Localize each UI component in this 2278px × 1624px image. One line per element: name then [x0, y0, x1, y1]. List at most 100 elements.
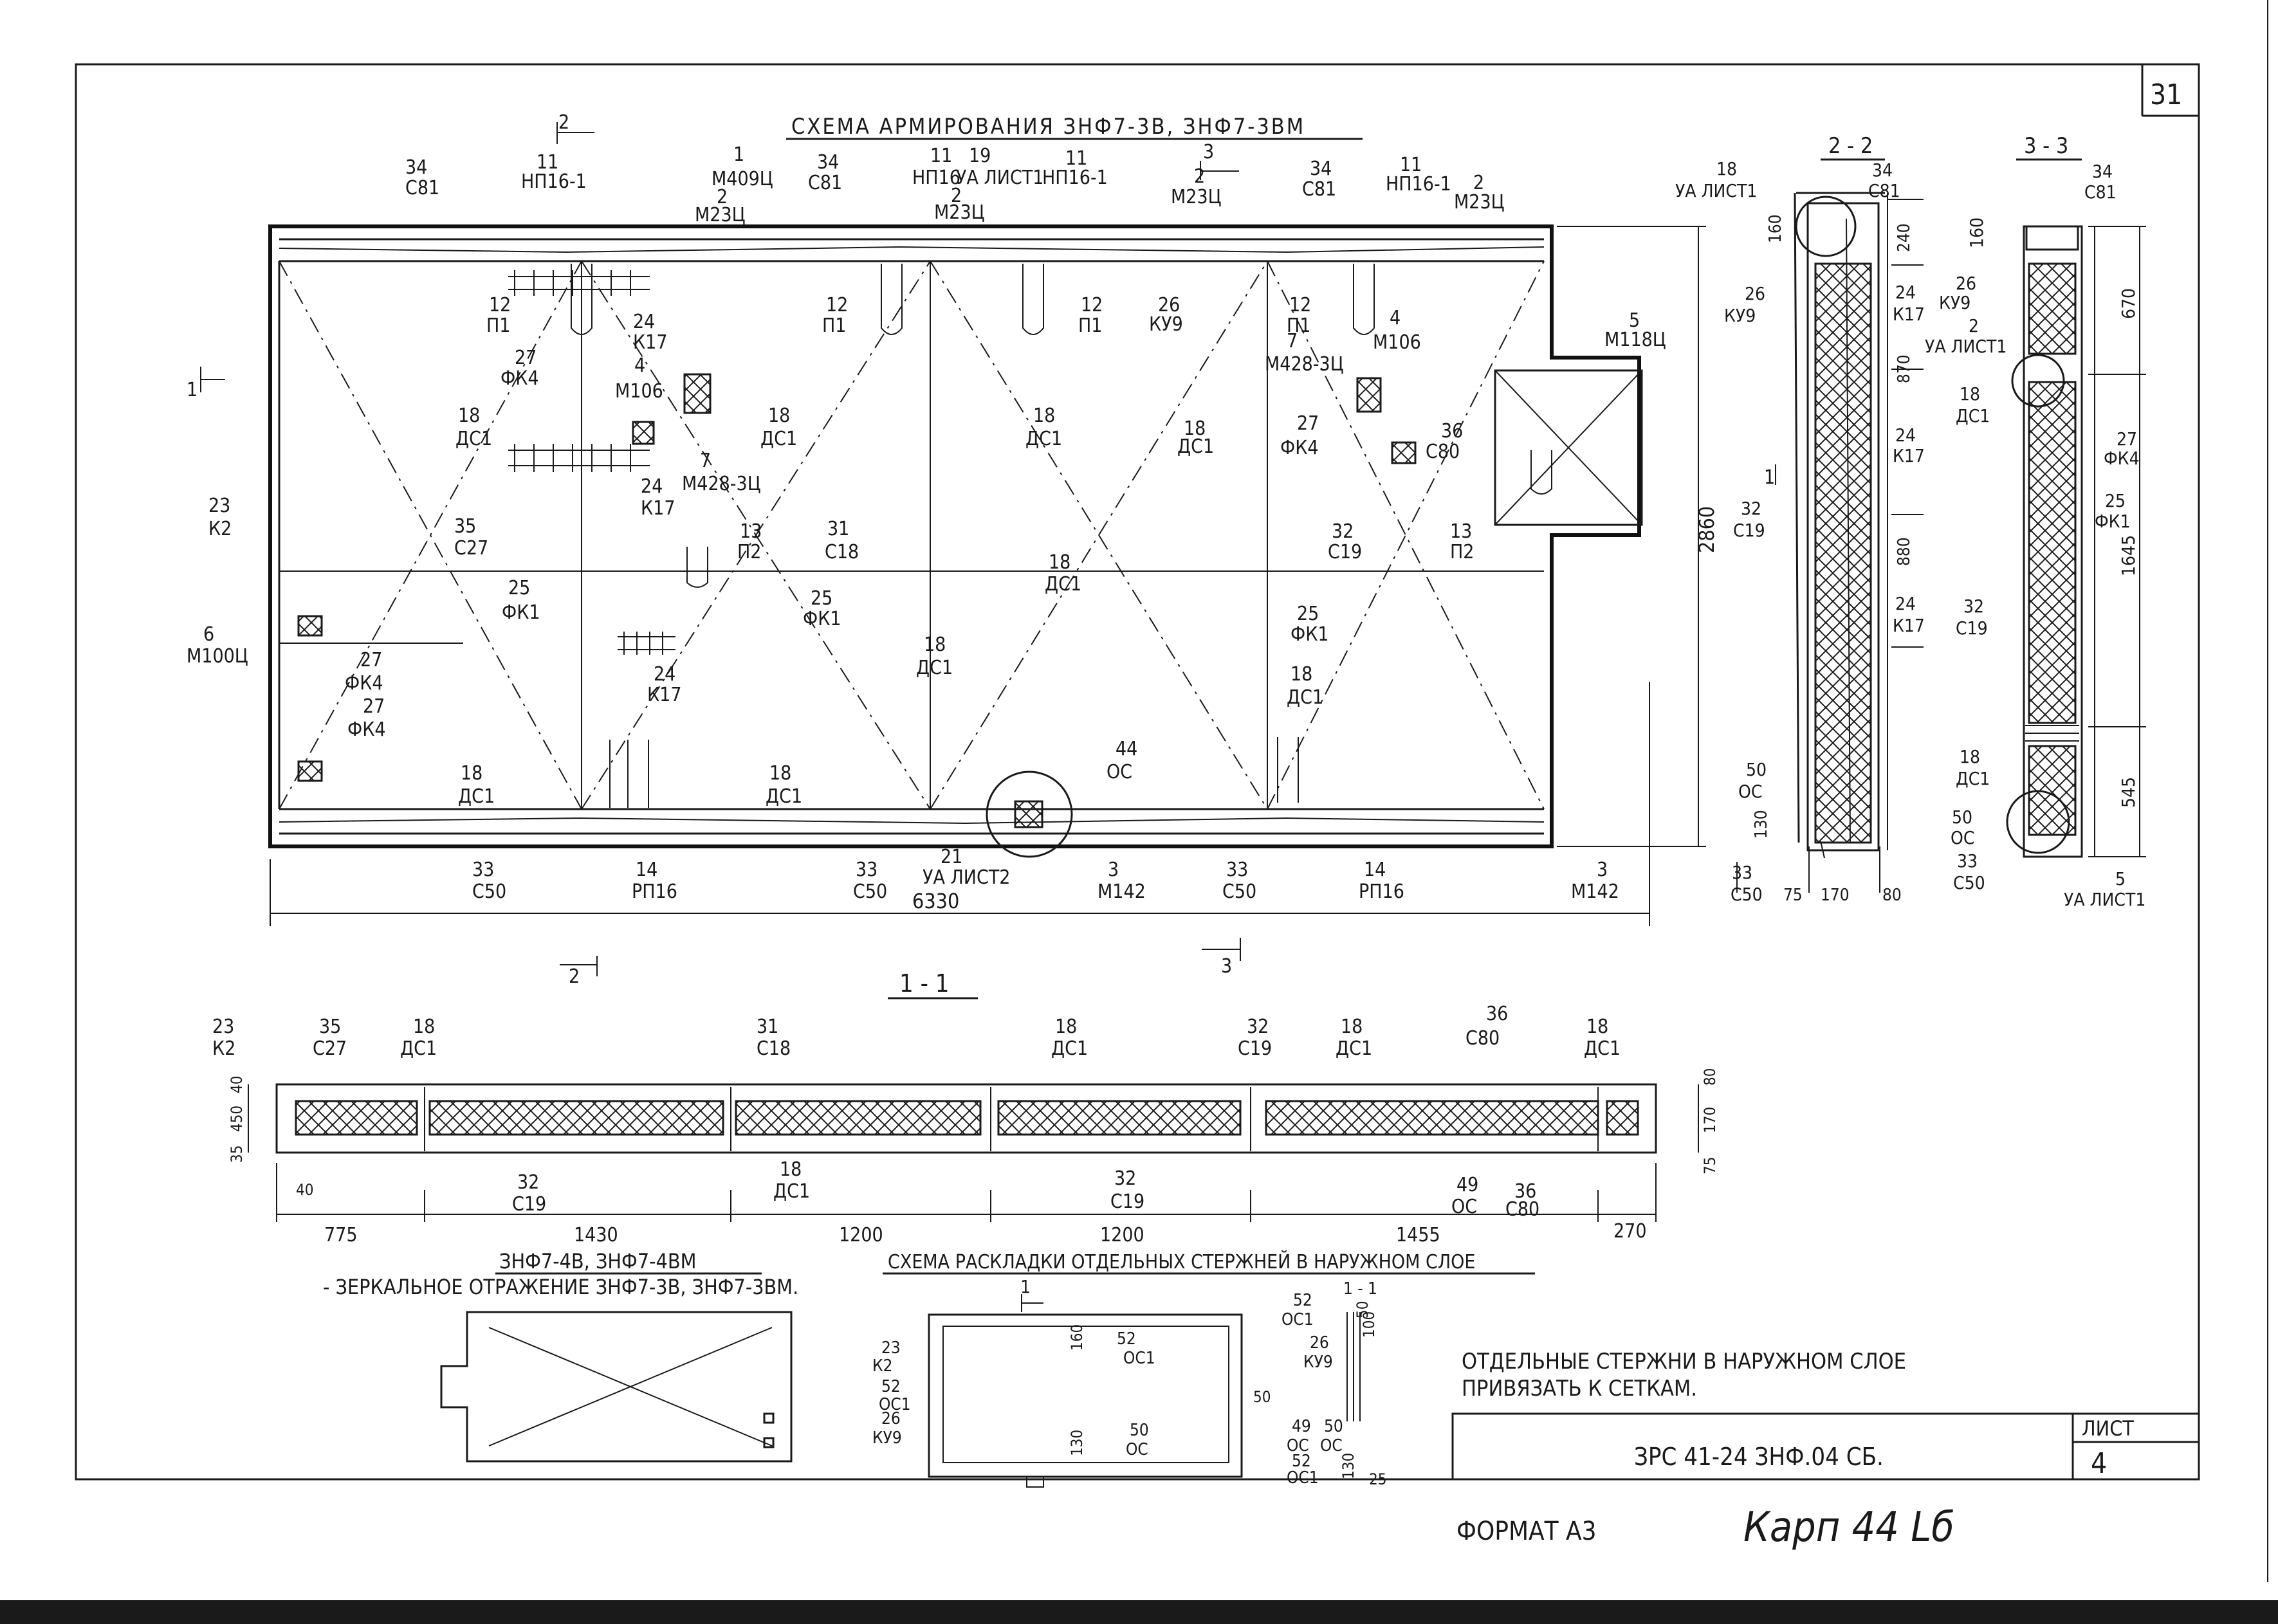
svg-text:130: 130 — [1752, 810, 1771, 839]
svg-text:С80: С80 — [1505, 1198, 1539, 1221]
svg-text:18: 18 — [1586, 1016, 1608, 1038]
svg-text:С19: С19 — [1956, 617, 1988, 639]
svg-text:13: 13 — [740, 520, 762, 543]
svg-text:ДС1: ДС1 — [773, 1180, 810, 1203]
svg-text:18: 18 — [413, 1016, 435, 1038]
svg-text:32: 32 — [517, 1171, 539, 1194]
svg-text:33: 33 — [1226, 859, 1248, 881]
svg-text:18: 18 — [1033, 405, 1055, 427]
section-2-2-title: 2 - 2 — [1828, 133, 1873, 159]
note-line-2: ПРИВЯЗАТЬ К СЕТКАМ. — [1462, 1376, 1697, 1401]
svg-text:18: 18 — [768, 405, 790, 427]
svg-text:40: 40 — [296, 1181, 313, 1199]
svg-text:80: 80 — [1701, 1068, 1719, 1086]
svg-text:18: 18 — [458, 405, 480, 427]
cut-label-2-top: 2 — [558, 111, 569, 134]
svg-text:УА ЛИСТ1: УА ЛИСТ1 — [2064, 889, 2145, 910]
svg-text:50: 50 — [1324, 1417, 1343, 1436]
svg-text:С18: С18 — [757, 1037, 791, 1060]
svg-text:50: 50 — [1952, 807, 1972, 828]
svg-text:6: 6 — [203, 623, 214, 646]
svg-text:23: 23 — [208, 495, 230, 517]
svg-text:КУ9: КУ9 — [1724, 305, 1756, 326]
svg-text:27: 27 — [360, 649, 382, 671]
mirror-title: ЗНФ7-4В, ЗНФ7-4ВМ — [499, 1249, 696, 1273]
svg-text:34: 34 — [1872, 160, 1893, 181]
svg-text:М23Ц: М23Ц — [695, 204, 746, 226]
svg-text:ОС: ОС — [1107, 761, 1132, 783]
svg-text:КУ9: КУ9 — [872, 1428, 902, 1448]
svg-text:7: 7 — [700, 450, 711, 472]
svg-text:С19: С19 — [1238, 1037, 1272, 1060]
svg-text:М23Ц: М23Ц — [934, 201, 985, 224]
section-2-2: 2 - 2 — [1736, 133, 1924, 893]
doc-code: ЗРС 41-24 ЗНФ.04 СБ. — [1634, 1443, 1884, 1471]
title-block — [1451, 1412, 2200, 1481]
svg-text:С81: С81 — [1868, 180, 1900, 201]
svg-text:ОС: ОС — [1320, 1436, 1343, 1455]
svg-text:25: 25 — [2105, 490, 2126, 511]
svg-text:С81: С81 — [2084, 181, 2117, 203]
svg-text:14: 14 — [1364, 859, 1386, 881]
section-1-1-title: 1 - 1 — [899, 969, 950, 998]
cut-label-1-right: 1 — [1764, 466, 1775, 489]
svg-text:49: 49 — [1456, 1174, 1478, 1196]
mirror-subtitle: - ЗЕРКАЛЬНОЕ ОТРАЖЕНИЕ ЗНФ7-3В, ЗНФ7-3ВМ… — [323, 1275, 798, 1299]
svg-text:ДС1: ДС1 — [1956, 768, 1990, 789]
layout-dims: 160 130 50 130 25 50 100 — [1068, 1301, 1386, 1488]
svg-text:С50: С50 — [472, 880, 506, 903]
svg-text:24: 24 — [654, 663, 675, 686]
svg-text:М106: М106 — [615, 380, 663, 403]
svg-text:КУ9: КУ9 — [1303, 1353, 1333, 1372]
svg-text:ОС: ОС — [1738, 781, 1762, 802]
plan-height-dim: 2860 — [1695, 506, 1719, 553]
svg-text:С80: С80 — [1426, 441, 1460, 463]
svg-text:160: 160 — [1966, 217, 1987, 248]
svg-text:К17: К17 — [1893, 445, 1925, 466]
svg-text:18: 18 — [1960, 383, 1980, 405]
svg-text:РП16: РП16 — [632, 880, 677, 903]
svg-text:18: 18 — [1341, 1016, 1363, 1038]
svg-text:18: 18 — [1055, 1016, 1077, 1038]
svg-text:К2: К2 — [208, 518, 232, 540]
section-1-1-dims: 775 1430 1200 1200 1455 270 — [324, 1220, 1647, 1246]
svg-text:75: 75 — [1701, 1157, 1719, 1174]
svg-text:52: 52 — [1117, 1329, 1136, 1349]
svg-text:32: 32 — [1963, 596, 1984, 617]
svg-text:С81: С81 — [808, 172, 842, 194]
section-3-3-title: 3 - 3 — [2024, 133, 2068, 159]
svg-text:ОС1: ОС1 — [879, 1395, 911, 1414]
svg-text:ОС: ОС — [1451, 1196, 1477, 1218]
svg-text:УА ЛИСТ1: УА ЛИСТ1 — [1925, 336, 2007, 357]
svg-text:1455: 1455 — [1396, 1224, 1440, 1246]
svg-text:450: 450 — [228, 1106, 246, 1132]
svg-text:КУ9: КУ9 — [1939, 292, 1970, 313]
svg-text:2: 2 — [1194, 165, 1205, 188]
svg-text:М100Ц: М100Ц — [187, 645, 248, 668]
svg-text:ФК4: ФК4 — [347, 718, 386, 741]
svg-text:С50: С50 — [1731, 884, 1763, 905]
svg-text:27: 27 — [363, 695, 385, 718]
svg-text:26: 26 — [1158, 294, 1180, 316]
svg-text:НП16-1: НП16-1 — [1386, 173, 1451, 196]
